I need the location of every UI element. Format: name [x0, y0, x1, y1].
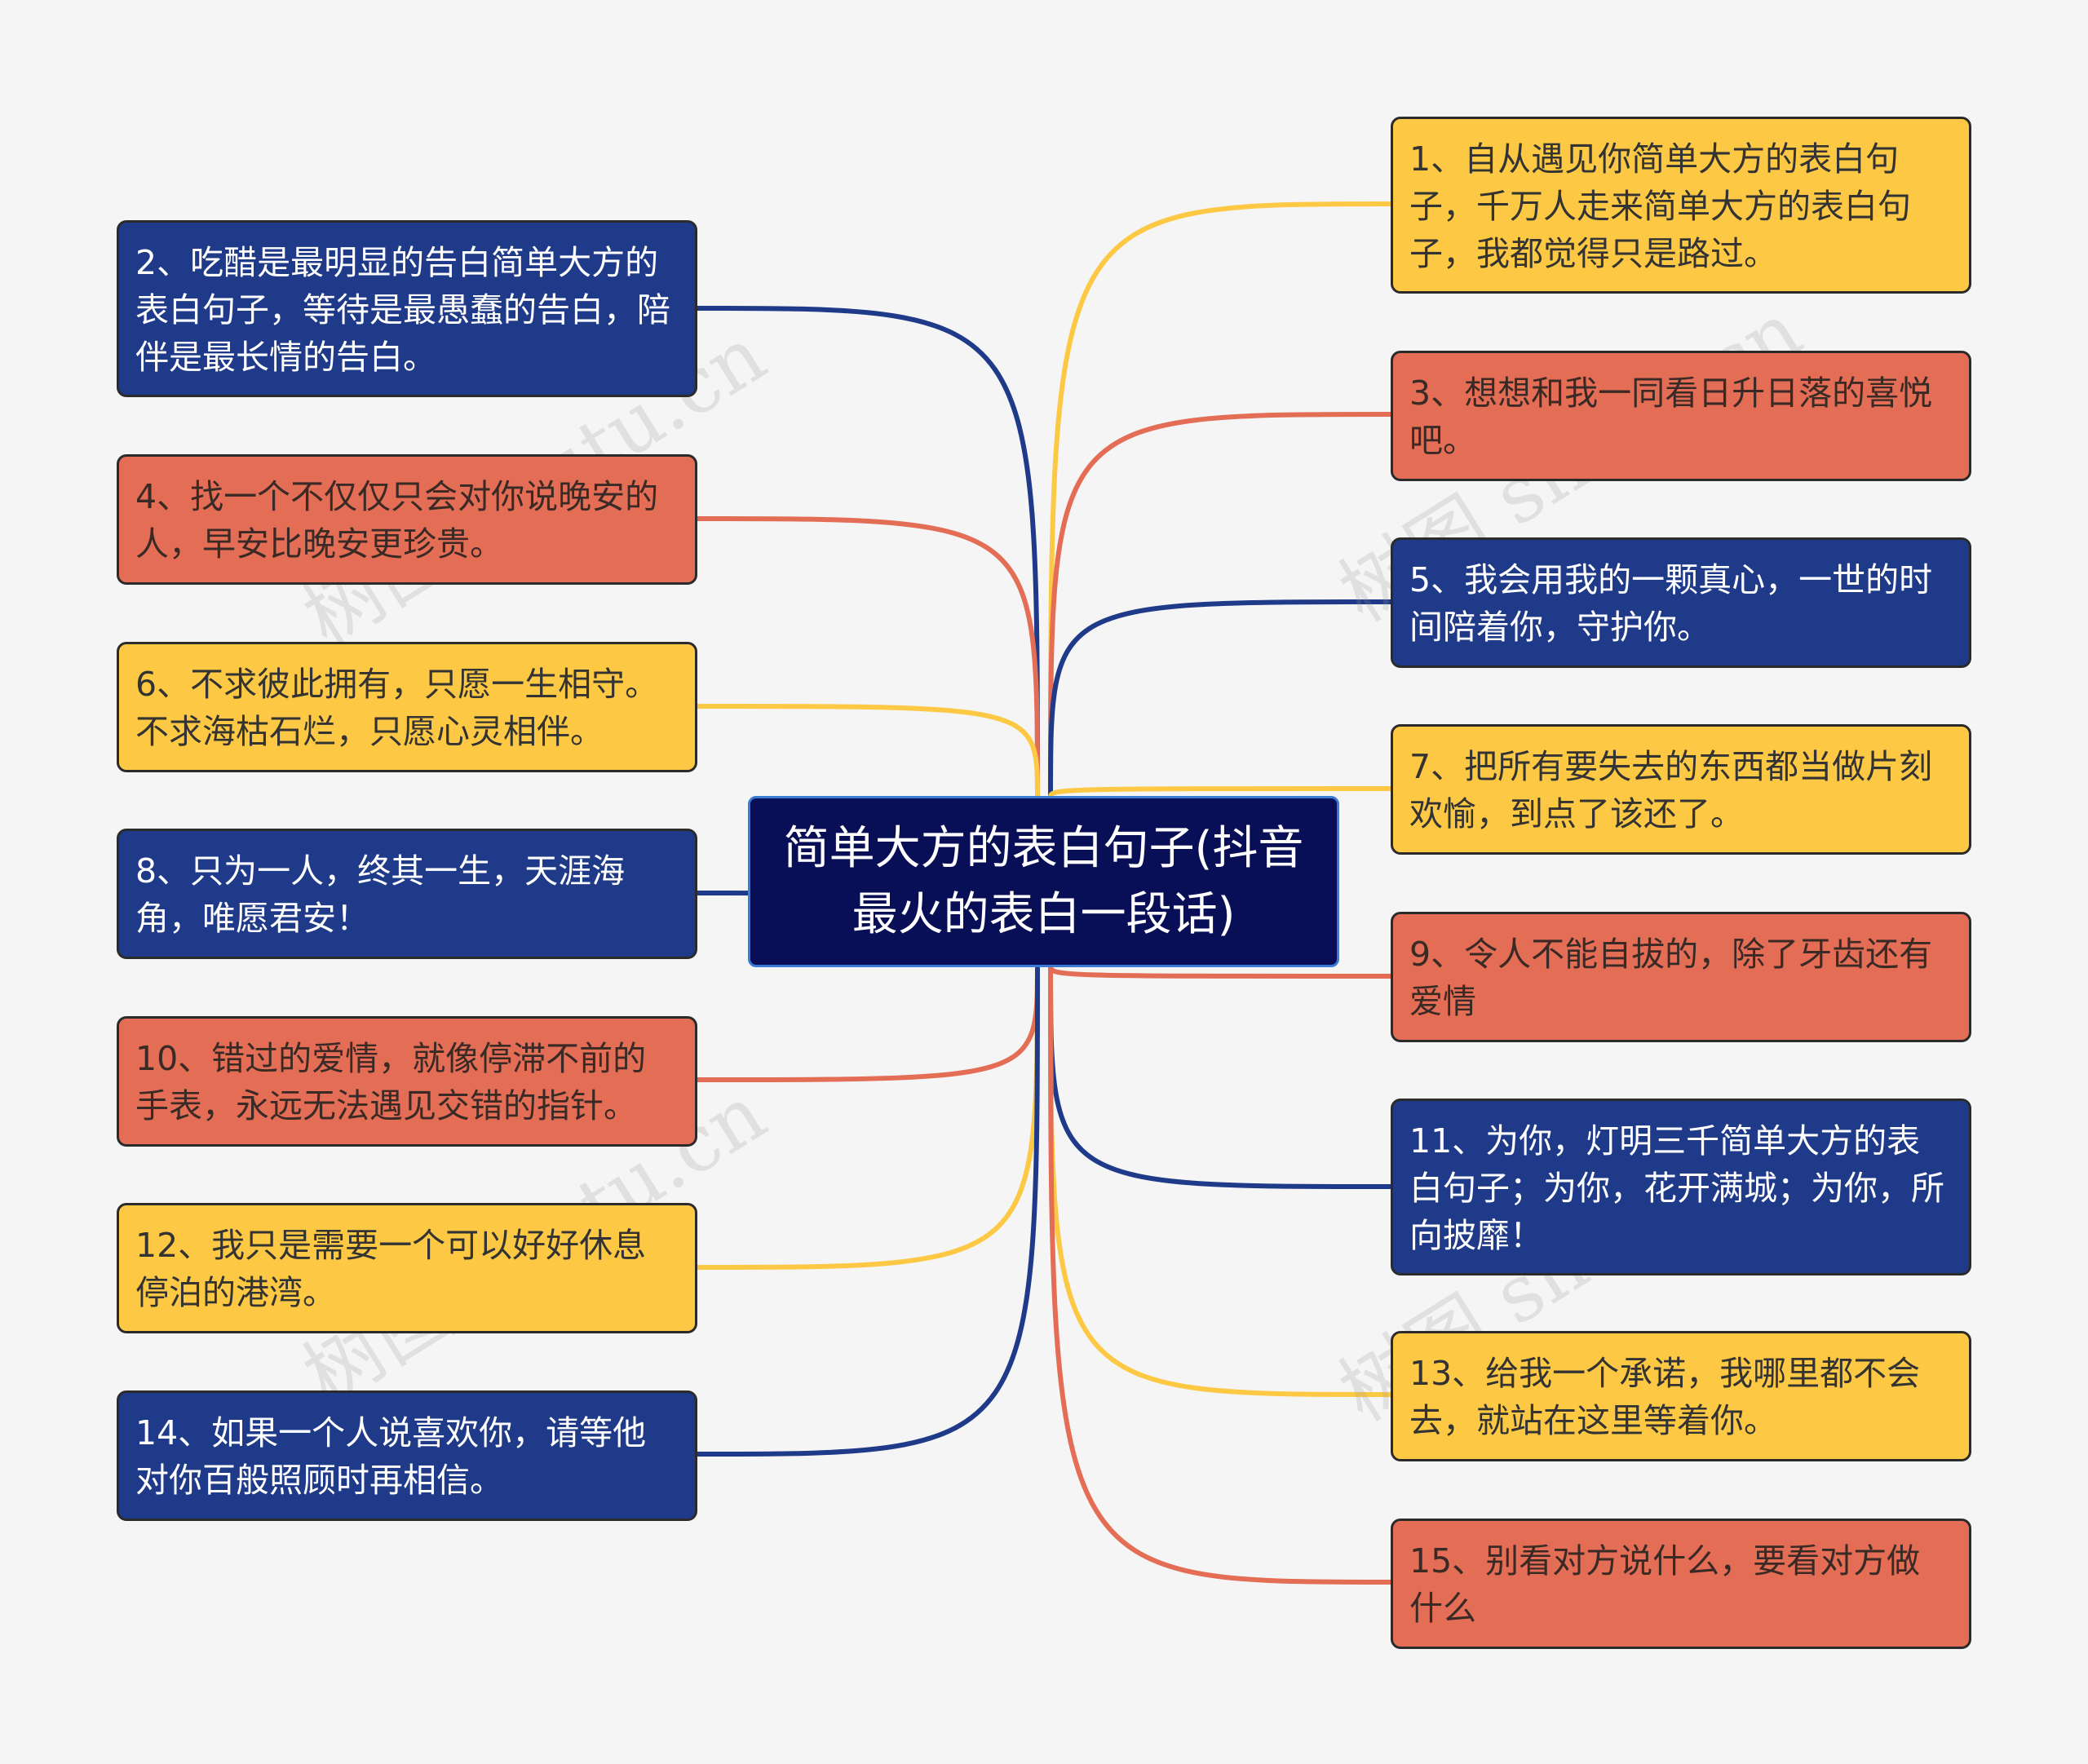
connector-line — [1048, 412, 1391, 798]
branch-node[interactable]: 6、不求彼此拥有，只愿一生相守。不求海枯石烂，只愿心灵相伴。 — [117, 642, 697, 772]
connector-line — [697, 306, 1040, 798]
branch-text: 4、找一个不仅仅只会对你说晚安的人，早安比晚安更珍贵。 — [135, 477, 659, 564]
connector-line — [1048, 965, 1391, 1189]
branch-node[interactable]: 9、令人不能自拔的，除了牙齿还有爱情 — [1391, 912, 1971, 1042]
branch-node[interactable]: 5、我会用我的一颗真心，一世的时间陪着你，守护你。 — [1391, 537, 1971, 668]
branch-node[interactable]: 12、我只是需要一个可以好好休息停泊的港湾。 — [117, 1203, 697, 1333]
branch-node[interactable]: 15、别看对方说什么，要看对方做什么 — [1391, 1519, 1971, 1649]
connector-line — [697, 965, 1040, 1082]
branch-text: 2、吃醋是最明显的告白简单大方的表白句子，等待是最愚蠢的告白，陪伴是最长情的告白… — [135, 243, 670, 378]
branch-text: 14、如果一个人说喜欢你，请等他对你百般照顾时再相信。 — [135, 1413, 647, 1501]
branch-text: 8、只为一人，终其一生，天涯海角，唯愿君安！ — [135, 851, 626, 939]
branch-node[interactable]: 10、错过的爱情，就像停滞不前的手表，永远无法遇见交错的指针。 — [117, 1016, 697, 1147]
branch-node[interactable]: 8、只为一人，终其一生，天涯海角，唯愿君安！ — [117, 829, 697, 959]
connector-line — [697, 516, 1040, 798]
connector-line — [1048, 965, 1391, 1585]
connector-line — [1048, 786, 1391, 798]
branch-text: 5、我会用我的一颗真心，一世的时间陪着你，守护你。 — [1409, 560, 1933, 648]
connector-line — [697, 704, 1040, 798]
branch-node[interactable]: 14、如果一个人说喜欢你，请等他对你百般照顾时再相信。 — [117, 1390, 697, 1521]
branch-text: 3、想想和我一同看日升日落的喜悦吧。 — [1409, 374, 1933, 461]
connector-line — [1048, 201, 1391, 798]
branch-node[interactable]: 11、为你，灯明三千简单大方的表白句子；为你，花开满城；为你，所向披靡！ — [1391, 1099, 1971, 1275]
branch-text: 11、为你，灯明三千简单大方的表白句子；为你，花开满城；为你，所向披靡！ — [1409, 1121, 1944, 1256]
connector-line — [697, 965, 1040, 1457]
root-topic[interactable]: 简单大方的表白句子(抖音最火的表白一段话) — [748, 796, 1339, 967]
connector-line — [1048, 965, 1391, 1397]
branch-text: 9、令人不能自拔的，除了牙齿还有爱情 — [1409, 935, 1933, 1022]
branch-node[interactable]: 7、把所有要失去的东西都当做片刻欢愉，到点了该还了。 — [1391, 724, 1971, 855]
branch-text: 7、把所有要失去的东西都当做片刻欢愉，到点了该还了。 — [1409, 747, 1933, 834]
branch-node[interactable]: 3、想想和我一同看日升日落的喜悦吧。 — [1391, 351, 1971, 481]
connector-line — [1048, 599, 1391, 798]
branch-text: 6、不求彼此拥有，只愿一生相守。不求海枯石烂，只愿心灵相伴。 — [135, 665, 659, 752]
connector-line — [697, 965, 1040, 1270]
branch-node[interactable]: 2、吃醋是最明显的告白简单大方的表白句子，等待是最愚蠢的告白，陪伴是最长情的告白… — [117, 220, 697, 397]
branch-text: 12、我只是需要一个可以好好休息停泊的港湾。 — [135, 1226, 647, 1313]
branch-node[interactable]: 1、自从遇见你简单大方的表白句子，千万人走来简单大方的表白句子，我都觉得只是路过… — [1391, 117, 1971, 294]
branch-text: 13、给我一个承诺，我哪里都不会去，就站在这里等着你。 — [1409, 1354, 1921, 1441]
branch-text: 1、自从遇见你简单大方的表白句子，千万人走来简单大方的表白句子，我都觉得只是路过… — [1409, 139, 1911, 274]
branch-text: 15、别看对方说什么，要看对方做什么 — [1409, 1541, 1921, 1629]
branch-node[interactable]: 13、给我一个承诺，我哪里都不会去，就站在这里等着你。 — [1391, 1331, 1971, 1461]
branch-node[interactable]: 4、找一个不仅仅只会对你说晚安的人，早安比晚安更珍贵。 — [117, 454, 697, 585]
branch-text: 10、错过的爱情，就像停滞不前的手表，永远无法遇见交错的指针。 — [135, 1039, 647, 1126]
